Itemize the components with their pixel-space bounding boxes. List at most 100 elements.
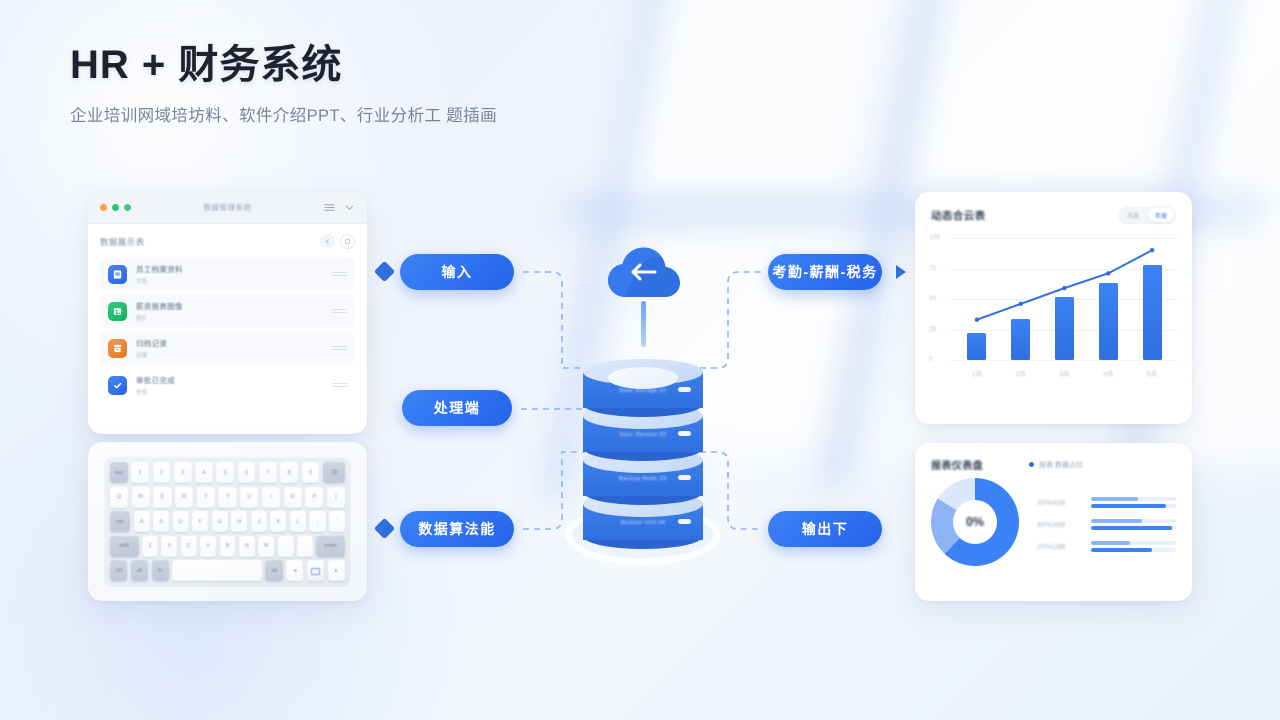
list-header-actions <box>320 234 355 249</box>
keyboard-key[interactable]: P <box>305 486 324 508</box>
share-icon[interactable] <box>320 234 335 249</box>
drag-handle-icon[interactable] <box>332 269 347 279</box>
keyboard-key[interactable]: B <box>219 535 236 557</box>
keyboard-key[interactable]: enter <box>316 535 346 557</box>
keyboard-key[interactable]: . <box>297 535 313 557</box>
list-item[interactable]: 归档记录 压缩 <box>100 331 355 365</box>
keyboard-key[interactable]: A <box>133 511 150 532</box>
keyboard-key[interactable]: ⌫ <box>322 462 346 483</box>
bar[interactable] <box>1098 283 1118 360</box>
pill-algorithm[interactable]: 数据算法能 <box>400 511 514 547</box>
chart-range-toggle[interactable]: 月度 年度 <box>1117 206 1176 224</box>
keyboard-key[interactable]: tab <box>110 511 131 532</box>
keyboard-key[interactable]: R <box>175 486 194 508</box>
keyboard-key[interactable]: shift <box>110 535 139 557</box>
bar[interactable] <box>1011 318 1031 360</box>
keyboard-key[interactable]: F <box>192 511 209 532</box>
maximize-dot[interactable] <box>124 204 131 211</box>
keyboard-key[interactable]: D <box>172 511 189 532</box>
keyboard-key[interactable]: ctrl <box>110 560 128 581</box>
keyboard-key[interactable]: alt <box>265 560 283 581</box>
x-axis-label: 4月 <box>1103 371 1114 378</box>
keyboard-key[interactable]: V <box>200 535 217 557</box>
keyboard-key[interactable]: C <box>180 535 197 557</box>
pill-output[interactable]: 输出下 <box>768 511 882 547</box>
keyboard-key[interactable] <box>306 560 325 581</box>
keyboard-key[interactable]: fn <box>151 560 169 581</box>
keyboard-key[interactable]: H <box>231 511 248 532</box>
keyboard-key[interactable]: 3 <box>173 462 192 483</box>
keyboard-key[interactable] <box>172 560 262 581</box>
keyboard-key[interactable]: W <box>131 486 150 508</box>
keyboard-key[interactable]: , <box>277 535 294 557</box>
keyboard-key[interactable]: ; <box>309 511 326 532</box>
keyboard-key[interactable]: 9 <box>301 462 320 483</box>
data-point[interactable] <box>1062 285 1067 291</box>
keyboard-key[interactable]: esc <box>110 462 128 483</box>
keyboard-key[interactable]: 6 <box>237 462 256 483</box>
keyboard-key[interactable]: Y <box>218 486 237 508</box>
bar[interactable] <box>1142 264 1162 360</box>
keyboard-key[interactable]: 5 <box>216 462 235 483</box>
keyboard-key[interactable]: S <box>153 511 170 532</box>
list-item[interactable]: 员工档案资料 文档 <box>100 257 355 291</box>
toggle-option-month[interactable]: 月度 <box>1126 213 1139 220</box>
keyboard-key[interactable]: U <box>240 486 259 508</box>
drag-handle-icon[interactable] <box>332 343 347 353</box>
y-axis-label: 50 <box>929 295 937 302</box>
list-item-text: 员工档案资料 文档 <box>136 264 323 285</box>
keyboard-key[interactable]: N <box>238 535 255 557</box>
keyboard-key[interactable]: G <box>211 511 228 532</box>
pill-input[interactable]: 输入 <box>400 254 514 290</box>
keyboard-key[interactable]: X <box>161 535 178 557</box>
data-point[interactable] <box>1018 301 1023 307</box>
toggle-option-year[interactable]: 年度 <box>1147 208 1174 222</box>
keyboard-key[interactable]: I <box>261 486 280 508</box>
keyboard-key[interactable]: L <box>289 511 306 532</box>
keyboard-key[interactable]: K <box>270 511 287 532</box>
data-point[interactable] <box>1106 271 1111 276</box>
keyboard-key[interactable]: ◂ <box>286 560 304 581</box>
connector-algo <box>523 451 585 530</box>
progress-track <box>1091 525 1176 530</box>
data-point[interactable] <box>974 317 980 322</box>
keyboard-key[interactable]: ' <box>329 511 346 532</box>
list-item[interactable]: 审批已完成 任务 <box>100 368 355 402</box>
keyboard-key[interactable]: 2 <box>152 462 171 483</box>
pill-process[interactable]: 处理端 <box>402 390 512 426</box>
keyboard-key[interactable]: [ <box>326 486 346 508</box>
keyboard-key[interactable]: 1 <box>131 462 150 483</box>
keyboard-key[interactable]: 7 <box>258 462 277 483</box>
keyboard-key[interactable]: 4 <box>195 462 213 483</box>
bar[interactable] <box>1054 296 1074 360</box>
info-icon[interactable] <box>340 234 355 249</box>
keyboard-key[interactable]: Z <box>142 535 158 557</box>
keyboard-key[interactable]: 8 <box>280 462 299 483</box>
keyboard-key[interactable]: E <box>153 486 172 508</box>
donut-center: 0% <box>953 500 997 544</box>
keyboard-key[interactable]: ▸ <box>327 560 345 581</box>
bar[interactable] <box>967 333 987 360</box>
data-point[interactable] <box>1149 248 1155 253</box>
donut-stat-row: 40%39B <box>1037 518 1176 530</box>
hamburger-icon[interactable] <box>324 202 335 213</box>
close-dot[interactable] <box>100 204 107 211</box>
keyboard-key[interactable]: M <box>258 535 275 557</box>
keyboard-key[interactable]: J <box>250 511 267 532</box>
pill-hr-modules[interactable]: 考勤-薪酬-税务 <box>768 254 882 290</box>
keyboard-key[interactable]: alt <box>130 560 148 581</box>
list-item[interactable]: 薪资报表图像 图片 <box>100 294 355 328</box>
keyboard-key[interactable]: T <box>196 486 215 508</box>
keyboard-key[interactable]: Q <box>110 486 129 508</box>
minimize-dot[interactable] <box>112 204 119 211</box>
gridline <box>951 238 1178 239</box>
drag-handle-icon[interactable] <box>332 306 347 316</box>
chevron-down-icon[interactable] <box>344 202 355 213</box>
keyboard-key[interactable]: O <box>283 486 302 508</box>
list-item-name: 归档记录 <box>136 338 168 348</box>
drag-handle-icon[interactable] <box>332 380 347 390</box>
